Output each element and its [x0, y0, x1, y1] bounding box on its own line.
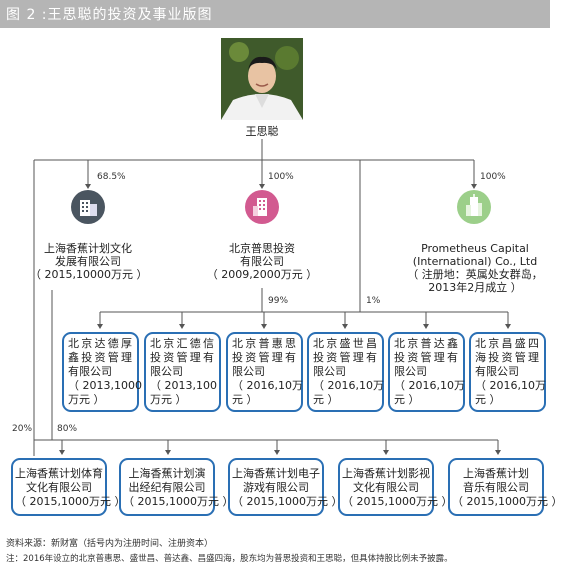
office-tower-icon — [245, 190, 279, 224]
bottom-company-box: 上海香蕉计划体育文化有限公司（ 2015,1000万元 ） — [11, 458, 125, 516]
footnote: 注：2016年设立的北京普惠思、盛世昌、普达鑫、昌盛四海，股东均为普思投资和王思… — [6, 554, 453, 564]
top-company-mid: 北京普思投资 有限公司 （ 2009,2000万元 ） — [206, 242, 318, 281]
mid-company-box: 北京盛世昌投资管理有限公司（ 2016,10万元 ） — [307, 332, 384, 412]
pct-label: 99% — [268, 296, 289, 306]
building-icon — [71, 190, 105, 224]
bottom-company-box: 上海香蕉计划演出经纪有限公司（ 2015,1000万元 ） — [119, 458, 233, 516]
source-note: 资料来源：新财富（括号内为注册时间、注册资本） — [6, 539, 214, 549]
title-bar: 图 2 :王思聪的投资及事业版图 — [0, 0, 550, 28]
skyscraper-icon — [457, 190, 491, 224]
bottom-company-box: 上海香蕉计划音乐有限公司（ 2015,1000万元 ） — [448, 458, 562, 516]
bottom-company-box: 上海香蕉计划电子游戏有限公司（ 2015,1000万元 ） — [228, 458, 342, 516]
pct-label: 20% — [12, 424, 33, 434]
person-name: 王思聪 — [245, 125, 279, 138]
mid-company-box: 北京普惠思投资管理有限公司（ 2016,10万元 ） — [226, 332, 303, 412]
bottom-company-box: 上海香蕉计划影视文化有限公司（ 2015,1000万元 ） — [338, 458, 452, 516]
mid-company-box: 北京普达鑫投资管理有限公司（ 2016,10万元 ） — [388, 332, 465, 412]
person-avatar — [221, 38, 303, 120]
mid-company-box: 北京昌盛四海投资管理有限公司（ 2016,10万元 ） — [469, 332, 546, 412]
connector-lines — [33, 139, 511, 456]
top-company-left: 上海香蕉计划文化 发展有限公司 （ 2015,10000万元 ） — [30, 242, 148, 281]
pct-label: 68.5% — [97, 172, 126, 182]
pct-label: 100% — [268, 172, 294, 182]
pct-label: 80% — [57, 424, 78, 434]
pct-label: 100% — [480, 172, 506, 182]
top-company-right: Prometheus Capital (International) Co., … — [407, 242, 543, 294]
page-title: 图 2 :王思聪的投资及事业版图 — [6, 7, 213, 23]
pct-label: 1% — [366, 296, 381, 306]
